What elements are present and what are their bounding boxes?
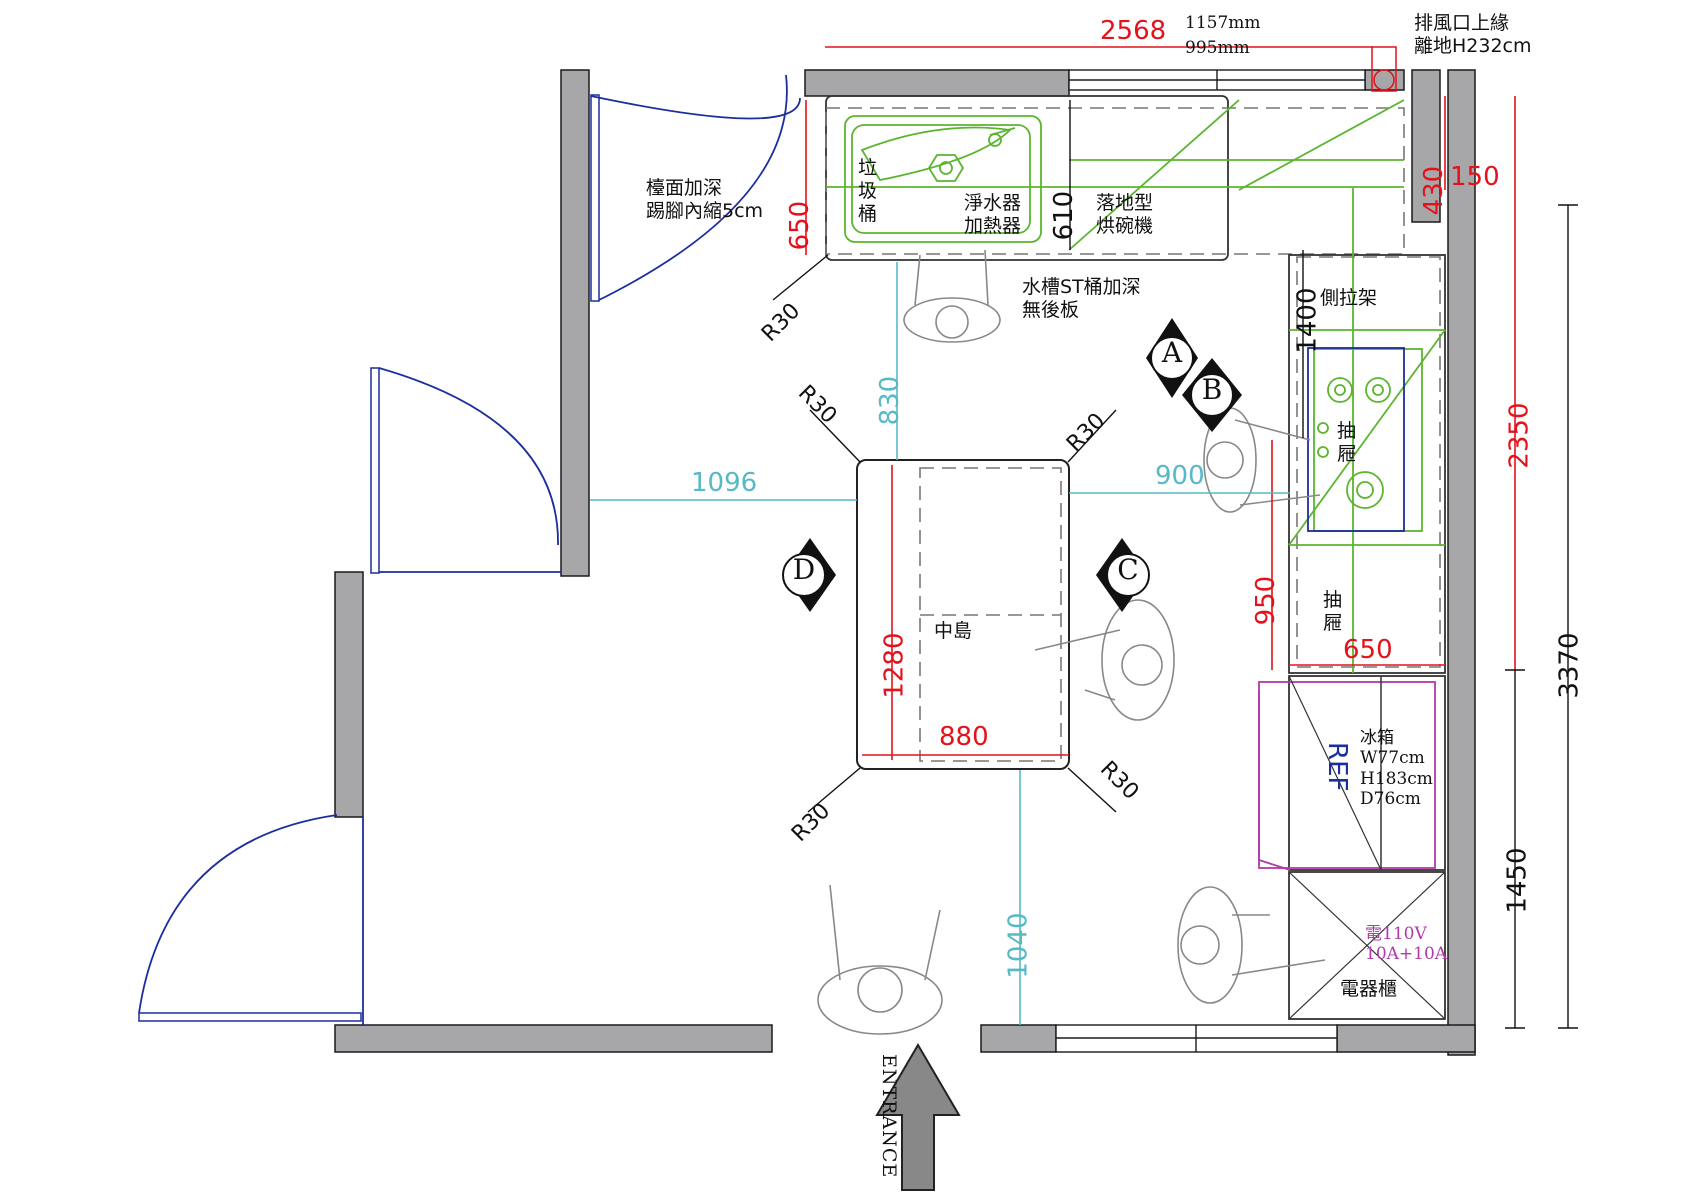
dim-610: 610 xyxy=(1049,190,1080,241)
dim-1450: 1450 xyxy=(1502,847,1533,914)
sink-drain xyxy=(927,154,965,182)
person-island xyxy=(1034,599,1175,721)
burners xyxy=(1317,377,1391,509)
person-entrance xyxy=(817,884,943,1035)
side-rack-label: 側拉架 xyxy=(1320,287,1378,309)
entrance-arrow xyxy=(875,1043,961,1191)
dim-1040: 1040 xyxy=(1003,912,1034,979)
doors xyxy=(138,74,801,1025)
dim-hood-150: 150 xyxy=(1450,162,1500,192)
wall-bottom-mid xyxy=(980,1024,1057,1053)
sink-bowl-detail xyxy=(860,126,1012,182)
sink-outer xyxy=(844,115,1042,243)
counter-note-label: 檯面加深 踢腳內縮5cm xyxy=(646,177,764,222)
drawer-label-1: 抽 屜 xyxy=(1337,420,1357,465)
exhaust-vent xyxy=(1371,46,1397,92)
people xyxy=(817,249,1326,1035)
hood-outline xyxy=(1313,348,1423,532)
dim-hood-430: 430 xyxy=(1419,165,1450,216)
dim-1096: 1096 xyxy=(691,468,758,498)
door-panel-bottom xyxy=(138,1012,362,1022)
counter-right-dashed xyxy=(1296,256,1441,668)
marker-d: D xyxy=(792,553,816,586)
mm1-label: 1157mm xyxy=(1185,13,1261,33)
door-panel-mid xyxy=(370,367,380,574)
mm2-label: 995mm xyxy=(1185,38,1250,58)
sink-inner xyxy=(851,124,1031,234)
island-label: 中島 xyxy=(934,620,973,642)
entrance-label: ENTRANCE xyxy=(878,1054,900,1179)
exhaust-label: 排風口上緣 離地H232cm xyxy=(1414,12,1532,57)
appliance-cabinet xyxy=(1288,871,1446,1020)
walls xyxy=(334,69,1476,1056)
wall-bottom-right xyxy=(1336,1024,1476,1053)
dim-sink-650: 650 xyxy=(785,200,816,251)
door-panel-top xyxy=(590,94,600,302)
wall-bottom-left xyxy=(334,1024,773,1053)
wall-left-lower xyxy=(334,571,364,818)
wall-right xyxy=(1447,69,1476,1056)
dim-830: 830 xyxy=(875,375,906,426)
counter-top-dashed xyxy=(825,107,1405,255)
door-swing-top xyxy=(590,95,801,120)
power-label: 電110V 10A+10A xyxy=(1365,924,1448,965)
dim-island-880: 880 xyxy=(939,722,989,752)
dim-1400: 1400 xyxy=(1292,287,1323,354)
door-arc-top xyxy=(598,74,788,301)
island xyxy=(856,459,1070,770)
sink-note-label: 水槽ST桶加深 無後板 xyxy=(1022,276,1141,321)
marker-a: A xyxy=(1161,336,1183,369)
counter-right xyxy=(1288,254,1446,674)
dimension-lines xyxy=(590,46,1578,1029)
dim-top-2568: 2568 xyxy=(1100,16,1167,46)
dishwasher-label: 落地型 烘碗機 xyxy=(1096,192,1154,237)
drawer-label-2: 抽 屜 xyxy=(1323,589,1343,634)
fridge-label: 冰箱 W77cm H183cm D76cm xyxy=(1360,728,1433,810)
section-markers xyxy=(782,318,1242,612)
appliance-label: 電器櫃 xyxy=(1340,978,1398,1000)
marker-b: B xyxy=(1201,373,1223,406)
trash-label: 垃 圾 桶 xyxy=(858,157,878,225)
wall-top-left xyxy=(804,69,1070,97)
water-heater-label: 淨水器 加熱器 xyxy=(964,192,1022,237)
door-arc-bottom xyxy=(138,814,338,1014)
counters xyxy=(825,46,1446,1020)
person-sink xyxy=(903,249,1001,343)
marker-c: C xyxy=(1117,553,1139,586)
dim-3370: 3370 xyxy=(1554,632,1585,699)
fridge-cabinet xyxy=(1288,675,1446,871)
dim-island-1280: 1280 xyxy=(879,632,910,699)
window-bottom xyxy=(1055,1024,1338,1053)
wall-top-right xyxy=(1364,69,1405,91)
island-outline xyxy=(856,459,1070,770)
dim-stove-950: 950 xyxy=(1251,575,1282,626)
door-arc-mid xyxy=(378,367,559,546)
fridge-code-label: REF xyxy=(1322,742,1352,792)
dim-900: 900 xyxy=(1155,461,1205,491)
wall-right-top xyxy=(1411,69,1441,223)
window-top xyxy=(1068,69,1366,91)
person-fridge xyxy=(1177,886,1326,1004)
wall-left-upper xyxy=(560,69,590,577)
dim-stove-650: 650 xyxy=(1343,635,1393,665)
dim-right-2350: 2350 xyxy=(1504,402,1535,469)
